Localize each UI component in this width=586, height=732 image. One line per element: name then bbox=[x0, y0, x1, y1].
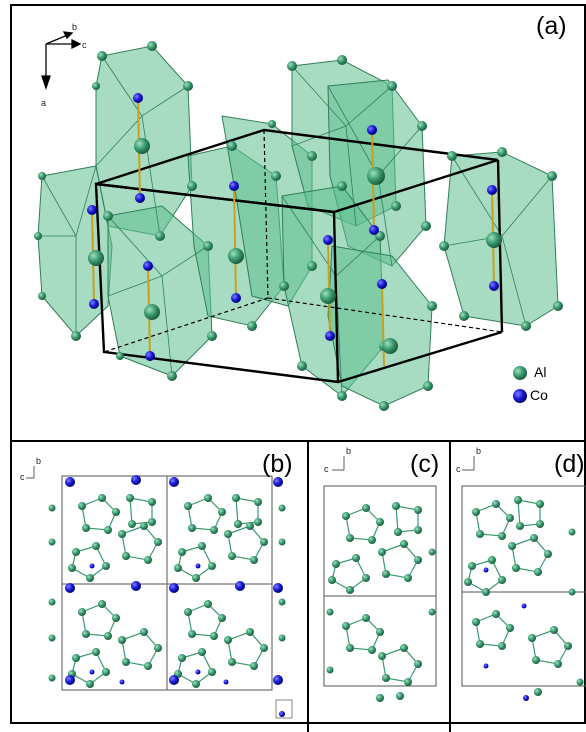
legend-co-marker bbox=[513, 389, 527, 403]
divider-bc bbox=[307, 441, 309, 732]
co-atoms-a bbox=[87, 93, 499, 361]
co-atoms-b bbox=[65, 475, 285, 717]
axis-d-left: c bbox=[456, 464, 461, 474]
axis-c-left: c bbox=[324, 464, 329, 474]
divider-cd bbox=[449, 441, 451, 732]
axis-triad bbox=[41, 31, 82, 91]
unit-cell bbox=[94, 128, 504, 384]
axis-d-up: b bbox=[476, 446, 481, 456]
panel-a-structure: b c a bbox=[34, 22, 563, 411]
panel-b-structure: b c bbox=[20, 456, 293, 719]
axis-triad-d bbox=[462, 456, 475, 471]
al-atoms-d bbox=[464, 496, 584, 696]
axis-b-up: b bbox=[36, 456, 41, 466]
polyhedra bbox=[37, 45, 559, 407]
axis-label-c: c bbox=[82, 40, 87, 50]
axis-label-b: b bbox=[72, 22, 77, 32]
axis-triad-c bbox=[332, 456, 345, 471]
panel-b-label: (b) bbox=[262, 450, 293, 478]
cell-grid-c bbox=[323, 485, 437, 687]
panel-d-structure: b c bbox=[456, 446, 586, 701]
bonds-c bbox=[331, 505, 419, 683]
al-atoms-c bbox=[326, 502, 436, 702]
panel-d-label: (d) bbox=[554, 450, 585, 478]
axis-b-left: c bbox=[20, 472, 25, 482]
panel-c-structure: b c bbox=[323, 446, 437, 702]
axis-c-up: b bbox=[346, 446, 351, 456]
al-atoms-a bbox=[34, 41, 563, 411]
inset-box bbox=[275, 699, 293, 719]
panel-a-label: (a) bbox=[536, 12, 567, 40]
legend-al-marker bbox=[513, 366, 527, 380]
panel-bottom-frame bbox=[10, 440, 586, 724]
axis-triad-b bbox=[26, 466, 35, 479]
axis-label-a: a bbox=[41, 98, 46, 108]
cell-grid-d bbox=[461, 485, 586, 687]
panel-c-label: (c) bbox=[410, 450, 440, 478]
legend-co-label: Co bbox=[530, 387, 548, 403]
legend-al-label: Al bbox=[534, 364, 547, 380]
co-atoms-d bbox=[483, 567, 529, 701]
